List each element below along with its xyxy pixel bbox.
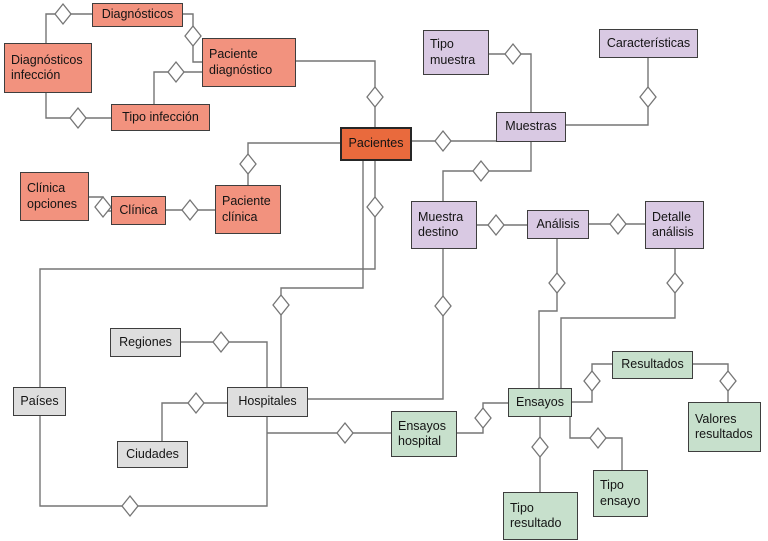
entity-diagnosticos-infeccion[interactable]: Diagnósticos infección [4,43,92,93]
relationship-diamond-ensayos-tipo-ensayo [589,426,607,450]
connector-pacientes-paises [39,161,376,387]
entity-diagnosticos[interactable]: Diagnósticos [92,3,183,27]
relationship-diamond-detalle-analisis-ensayos [666,271,684,295]
relationship-diamond-ensayos-hospital-ensayos [474,406,492,430]
connector-pacientes-paciente-clinica [247,142,340,185]
relationship-diamond-clinica-paciente-clinica [181,198,199,222]
entity-valores-resultados[interactable]: Valores resultados [688,402,761,452]
relationship-diamond-hospitales-ensayos-hospital [336,421,354,445]
connector-paciente-diagnostico-pacientes [296,60,376,127]
entity-tipo-ensayo[interactable]: Tipo ensayo [593,470,648,517]
entity-muestras[interactable]: Muestras [496,112,566,142]
connector-tipo-infeccion-paciente-diagnostico [153,71,202,104]
relationship-diamond-pacientes-paciente-clinica [239,152,257,176]
entity-paises[interactable]: Países [13,387,66,416]
connector-regiones-hospitales [181,341,268,387]
entity-clinica[interactable]: Clínica [111,196,166,225]
entity-clinica-opciones[interactable]: Clínica opciones [20,172,89,221]
relationship-diamond-resultados-valores-resultados [719,369,737,393]
relationship-diamond-pacientes-paises [366,195,384,219]
relationship-diamond-analisis-ensayos [548,271,566,295]
entity-caracteristicas[interactable]: Características [599,29,698,58]
entity-analisis[interactable]: Análisis [527,210,589,239]
relationship-diamond-ensayos-resultados [583,369,601,393]
relationship-diamond-clinica-opciones-clinica [94,195,112,219]
relationship-diamond-tipo-infeccion-paciente-diagnostico [167,60,185,84]
connector-hospitales-muestra-destino [308,249,444,400]
relationship-diamond-muestras-muestra-destino [472,159,490,183]
connector-tipo-muestra-muestras [489,53,532,112]
connector-pacientes-hospitales [280,161,364,387]
relationship-diamond-diagnosticos-infeccion-tipo-infeccion [69,106,87,130]
relationship-diamond-pacientes-muestras [434,129,452,153]
connector-caracteristicas-muestras [566,58,649,126]
relationship-diamond-analisis-detalle-analisis [609,212,627,236]
entity-ciudades[interactable]: Ciudades [117,441,188,468]
relationship-diamond-pacientes-hospitales [272,293,290,317]
relationship-diamond-hospitales-muestra-destino [434,294,452,318]
relationship-diamond-ciudades-hospitales [187,391,205,415]
relationship-diamond-caracteristicas-muestras [639,85,657,109]
entity-hospitales[interactable]: Hospitales [227,387,308,417]
relationship-diamond-muestra-destino-analisis [487,213,505,237]
relationship-diamond-diagnosticos-infeccion-diagnosticos [54,2,72,26]
connector-diagnosticos-infeccion-tipo-infeccion [45,93,111,119]
entity-tipo-resultado[interactable]: Tipo resultado [503,492,578,540]
relationship-diamond-tipo-muestra-muestras [504,42,522,66]
entity-tipo-muestra[interactable]: Tipo muestra [423,30,489,75]
entity-paciente-clinica[interactable]: Paciente clínica [215,185,281,234]
entity-ensayos-hospital[interactable]: Ensayos hospital [391,411,457,457]
relationship-diamond-ensayos-tipo-resultado [531,435,549,459]
relationship-diamond-paises-hospitales [121,494,139,518]
entity-ensayos[interactable]: Ensayos [508,388,572,417]
entity-paciente-diagnostico[interactable]: Paciente diagnóstico [202,38,296,87]
entity-pacientes[interactable]: Pacientes [340,127,412,161]
connector-paises-hospitales [39,416,268,507]
connector-ciudades-hospitales [161,402,227,441]
relationship-diamond-paciente-diagnostico-pacientes [366,85,384,109]
connector-analisis-ensayos [538,239,558,388]
entity-muestra-destino[interactable]: Muestra destino [411,201,477,249]
entity-tipo-infeccion[interactable]: Tipo infección [111,104,210,131]
relationship-diamond-regiones-hospitales [212,330,230,354]
entity-resultados[interactable]: Resultados [612,351,693,379]
entity-regiones[interactable]: Regiones [110,328,181,357]
connector-diagnosticos-infeccion-diagnosticos [45,13,92,43]
relationship-diamond-diagnosticos-paciente-diagnostico [184,24,202,48]
entity-detalle-analisis[interactable]: Detalle análisis [645,201,704,249]
